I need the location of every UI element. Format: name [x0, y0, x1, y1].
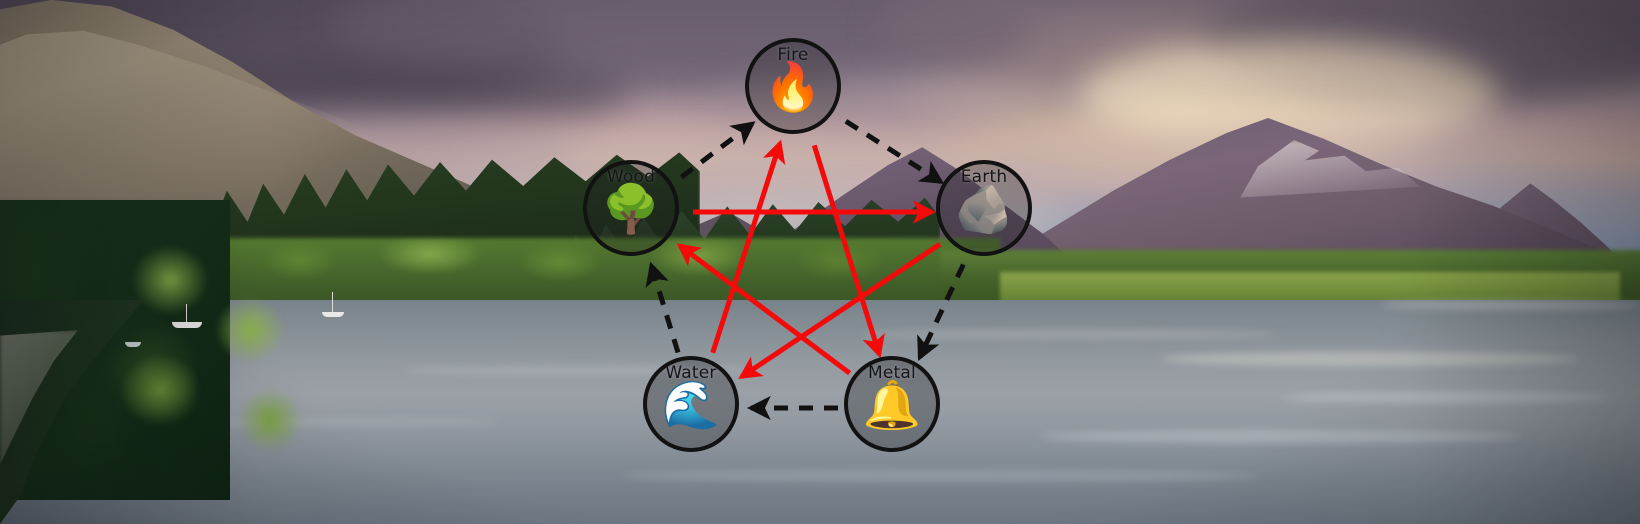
foreground-trees-sunlit	[120, 240, 320, 470]
edge-water-to-fire	[710, 139, 786, 354]
edge-fire-to-metal	[811, 144, 885, 359]
tree-icon: 🌳	[601, 182, 661, 235]
water-glint	[200, 418, 500, 426]
node-label-metal: Metal	[868, 363, 916, 383]
node-label-water: Water	[665, 363, 717, 383]
water-glint	[1040, 430, 1520, 443]
node-label-earth: Earth	[960, 167, 1008, 187]
edge-fire-to-earth	[844, 119, 945, 185]
edge-water-to-wood	[645, 261, 681, 354]
element-node-metal[interactable]: Metal 🔔	[844, 356, 940, 452]
edge-earth-to-water	[738, 242, 942, 380]
wave-icon: 🌊	[661, 378, 721, 431]
edge-wood-to-fire	[679, 121, 756, 180]
water-glint	[400, 366, 760, 375]
stone-stack-icon: 🪨	[954, 182, 1014, 235]
bell-icon: 🔔	[862, 378, 922, 431]
node-label-wood: Wood	[606, 167, 656, 187]
edge-earth-to-metal	[917, 263, 966, 361]
generating-cycle-edges	[645, 119, 966, 421]
edge-metal-to-wood	[676, 243, 852, 376]
water-glint	[1160, 352, 1580, 366]
water-glint	[860, 330, 1280, 338]
water-glint	[620, 470, 1260, 482]
element-node-earth[interactable]: Earth 🪨	[936, 160, 1032, 256]
water-glint	[1380, 300, 1640, 310]
water-glint	[1280, 392, 1610, 403]
element-node-water[interactable]: Water 🌊	[643, 356, 739, 452]
overcoming-cycle-edges	[676, 139, 942, 380]
element-node-wood[interactable]: Wood 🌳	[583, 160, 679, 256]
element-node-fire[interactable]: Fire 🔥	[745, 38, 841, 134]
node-label-fire: Fire	[777, 45, 809, 65]
fire-icon: 🔥	[763, 60, 823, 113]
